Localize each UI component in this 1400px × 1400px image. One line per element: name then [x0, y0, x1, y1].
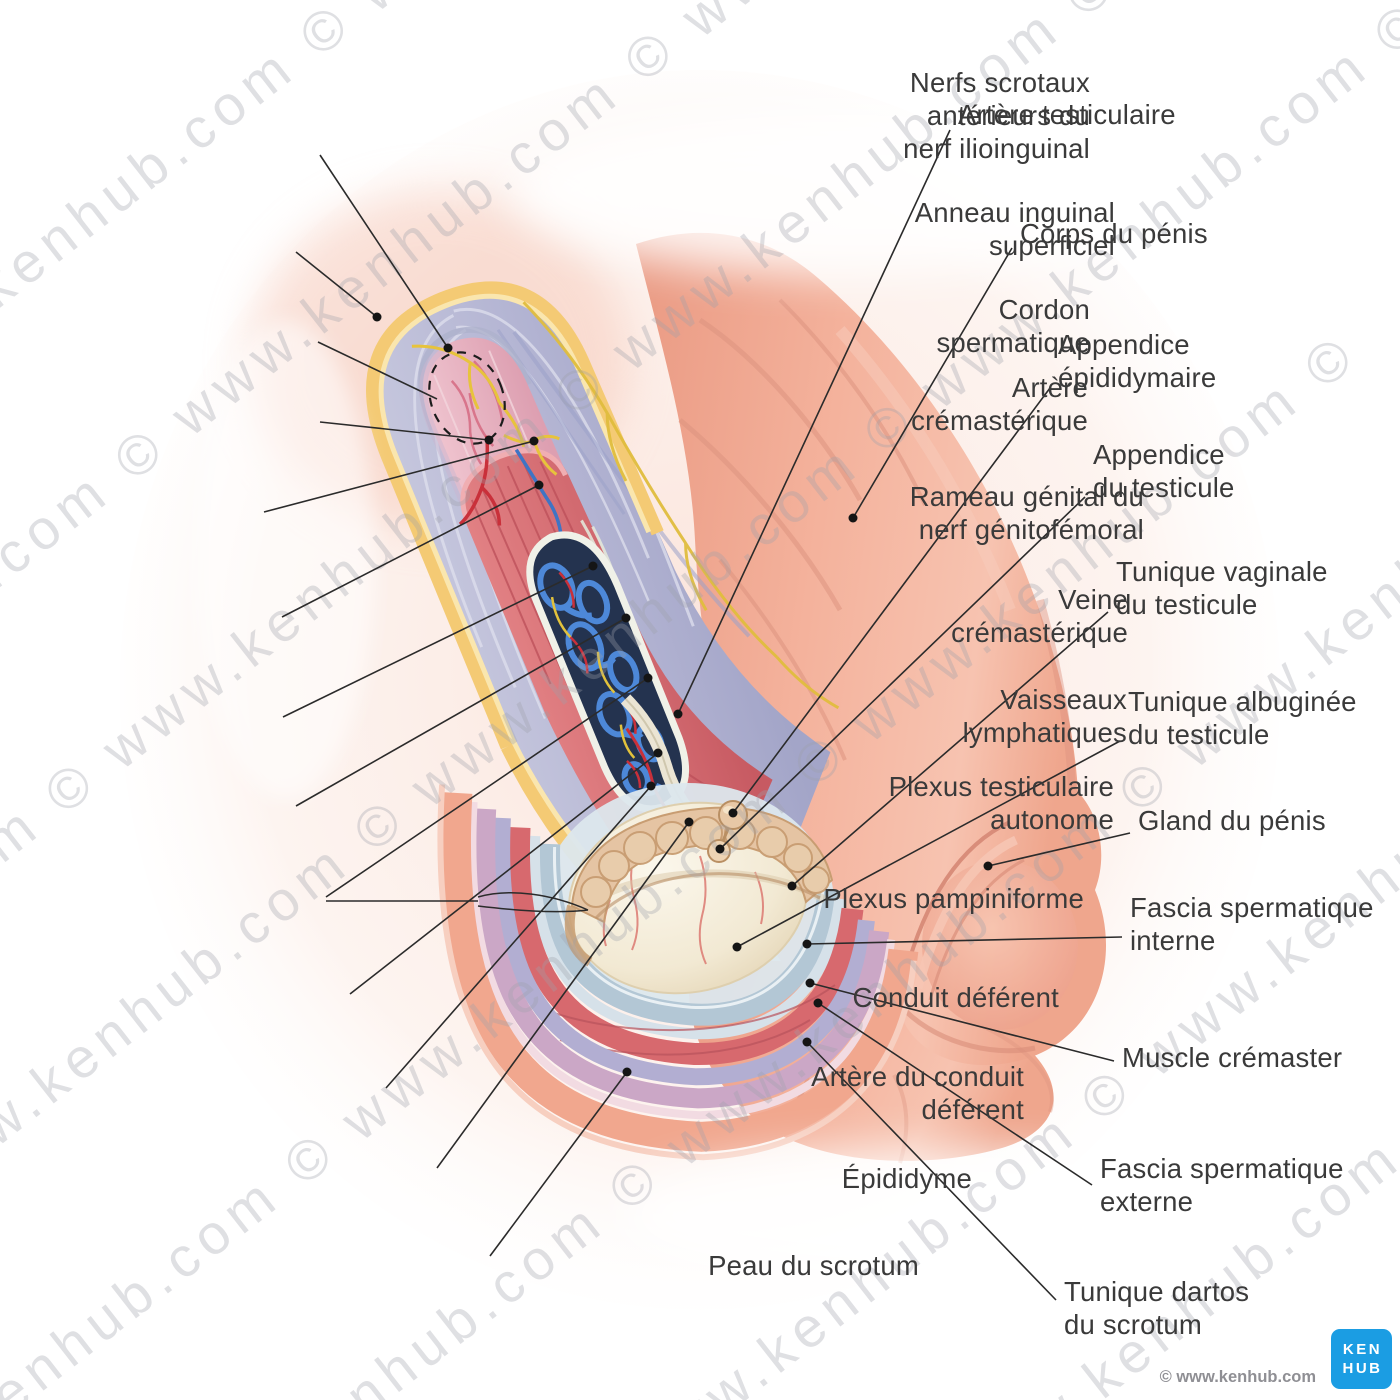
layer-dartos [475, 808, 890, 1109]
label-artere-cremasterique: Artère crémastérique [911, 372, 1088, 436]
layer-pale-rim [468, 801, 896, 1120]
leader-line-veine-cremasterique [281, 484, 540, 618]
copyright-text: © www.kenhub.com [1159, 1368, 1316, 1386]
leader-line-anneau-inguinal [295, 251, 378, 318]
leader-dot-tunique-albuginee [732, 942, 742, 952]
label-cordon-spermatique: Cordon spermatique [936, 294, 1090, 358]
spermatic-cord [366, 281, 840, 924]
leader-dot-appendice-testicule [715, 844, 725, 854]
label-artere-conduit-deferent: Artère du conduit déférent [811, 1061, 1024, 1125]
leader-line-muscle-cremaster [809, 982, 1115, 1062]
leader-dot-epididyme [684, 817, 694, 827]
leader-line-plexus-testiculaire [295, 617, 627, 807]
leader-dot-artere-cremasterique [484, 435, 494, 445]
leader-dot-plexus-testiculaire [621, 613, 631, 623]
label-epididyme: Épididyme [841, 1163, 972, 1194]
corona-ridge [903, 820, 1011, 976]
leader-dot-muscle-cremaster [805, 978, 815, 988]
label-nerfs-scrotaux: Nerfs scrotaux antérieurs du nerf ilioin… [903, 67, 1090, 164]
label-tunique-dartos: Tunique dartos du scrotum [1064, 1276, 1250, 1340]
leader-dot-peau-scrotum [622, 1067, 632, 1077]
pampiniforme-fork [477, 892, 589, 913]
label-appendice-testicule: Appendice du testicule [1093, 439, 1235, 503]
leader-dot-appendice-epididymaire [728, 808, 738, 818]
glans-shadow [898, 1003, 1036, 1054]
label-muscle-cremaster: Muscle crémaster [1122, 1042, 1343, 1073]
glans-penis [898, 820, 1078, 1054]
leader-line-appendice-testicule [719, 496, 1086, 850]
leader-line-vaisseaux-lymphatiques [282, 565, 594, 718]
autonomic-nerves [550, 596, 636, 759]
kenhub-logo: KEN HUB [1331, 1329, 1392, 1389]
leader-line-corps-penis [852, 247, 1013, 519]
leader-line-artere-testiculaire [677, 129, 951, 715]
label-artere-testiculaire: Artère testiculaire [958, 99, 1176, 130]
leader-line-epididyme [436, 821, 690, 1169]
leader-line-tunique-vaginale [791, 611, 1109, 887]
label-tunique-vaginale: Tunique vaginale du testicule [1116, 556, 1328, 620]
leader-line-gland-penis [987, 832, 1131, 867]
layer-cremaster [507, 827, 864, 1066]
leader-dot-nerfs-scrotaux [443, 343, 453, 353]
leader-dot-fascia-spermatique-interne [802, 939, 812, 949]
leader-line-nerfs-scrotaux [319, 154, 449, 349]
leader-line-conduit-deferent [349, 752, 659, 995]
label-anneau-inguinal: Anneau inguinal superficiel [914, 197, 1115, 261]
leader-dot-rameau-genital [529, 436, 539, 446]
leader-dot-artere-conduit-deferent [646, 781, 656, 791]
leader-line-fascia-spermatique-externe [817, 1002, 1093, 1186]
left-fade [195, 320, 375, 800]
top-fade [510, 110, 1170, 274]
leader-dot-conduit-deferent [653, 748, 663, 758]
leader-dot-anneau-inguinal [372, 312, 382, 322]
epididymis-tail [564, 904, 593, 967]
leader-line-fascia-spermatique-interne [806, 936, 1123, 945]
layer-skin-rim [437, 784, 917, 1161]
label-peau-scrotum: Peau du scrotum [708, 1250, 919, 1281]
shaft-highlight [835, 326, 1016, 613]
leader-line-tunique-dartos [806, 1041, 1057, 1301]
leader-line-artere-conduit-deferent [385, 785, 652, 1089]
logo-text-bottom: HUB [1342, 1360, 1383, 1377]
leader-dot-corps-penis [848, 513, 858, 523]
layer-skin [440, 792, 919, 1152]
label-conduit-deferent: Conduit déférent [852, 982, 1059, 1013]
leader-line-rameau-genital [263, 440, 535, 513]
leader-dot-fascia-spermatique-externe [813, 998, 823, 1008]
leader-dot-vaisseaux-lymphatiques [588, 561, 598, 571]
leader-dot-tunique-vaginale [787, 881, 797, 891]
leader-line-artere-cremasterique [319, 421, 490, 441]
label-fascia-spermatique-externe: Fascia spermatique externe [1100, 1153, 1344, 1217]
label-plexus-pampiniforme: Plexus pampiniforme [823, 883, 1084, 914]
label-plexus-testiculaire: Plexus testiculaire autonome [888, 771, 1114, 835]
cordon-dashed-circle [428, 351, 506, 445]
leader-line-appendice-epididymaire [732, 387, 1051, 814]
label-corps-penis: Corps du pénis [1020, 218, 1208, 249]
epididymis [564, 806, 834, 967]
leader-dot-tunique-dartos [802, 1037, 812, 1047]
label-vaisseaux-lymphatiques: Vaisseaux lymphatiques [962, 684, 1127, 748]
label-tunique-albuginee: Tunique albuginée du testicule [1128, 686, 1357, 750]
leader-line-plexus-pampiniforme [325, 677, 649, 898]
leader-dot-gland-penis [983, 861, 993, 871]
label-veine-cremasterique: Veine crémastérique [951, 584, 1128, 648]
leader-dot-veine-cremasterique [534, 480, 544, 490]
leader-line-cordon-spermatique [317, 341, 438, 400]
leader-lines [263, 129, 1131, 1301]
leader-line-peau-scrotum [489, 1071, 628, 1257]
leader-dot-artere-testiculaire [673, 709, 683, 719]
bottom-fade [620, 1149, 1220, 1281]
leader-line-tunique-albuginee [736, 740, 1121, 948]
label-appendice-epididymaire: Appendice épididymaire [1058, 329, 1217, 393]
layer-internal-fascia [528, 835, 846, 1040]
label-gland-penis: Gland du pénis [1138, 805, 1326, 836]
leader-dot-plexus-pampiniforme [643, 673, 653, 683]
logo-text-top: KEN [1342, 1341, 1383, 1358]
layer-tunica-vaginalis [538, 843, 841, 1026]
label-fascia-spermatique-interne: Fascia spermatique interne [1130, 892, 1374, 956]
label-rameau-genital: Rameau génital du nerf génitofémoral [909, 481, 1144, 545]
external-nerve [522, 301, 840, 710]
